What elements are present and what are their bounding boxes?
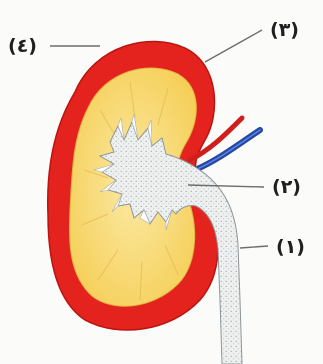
label-1: (١) [276, 236, 305, 258]
label-4: (٤) [8, 35, 37, 57]
leader-line-3 [205, 30, 262, 62]
leader-line-1 [240, 246, 268, 248]
label-2: (٢) [272, 176, 301, 198]
label-3: (٣) [270, 19, 299, 41]
